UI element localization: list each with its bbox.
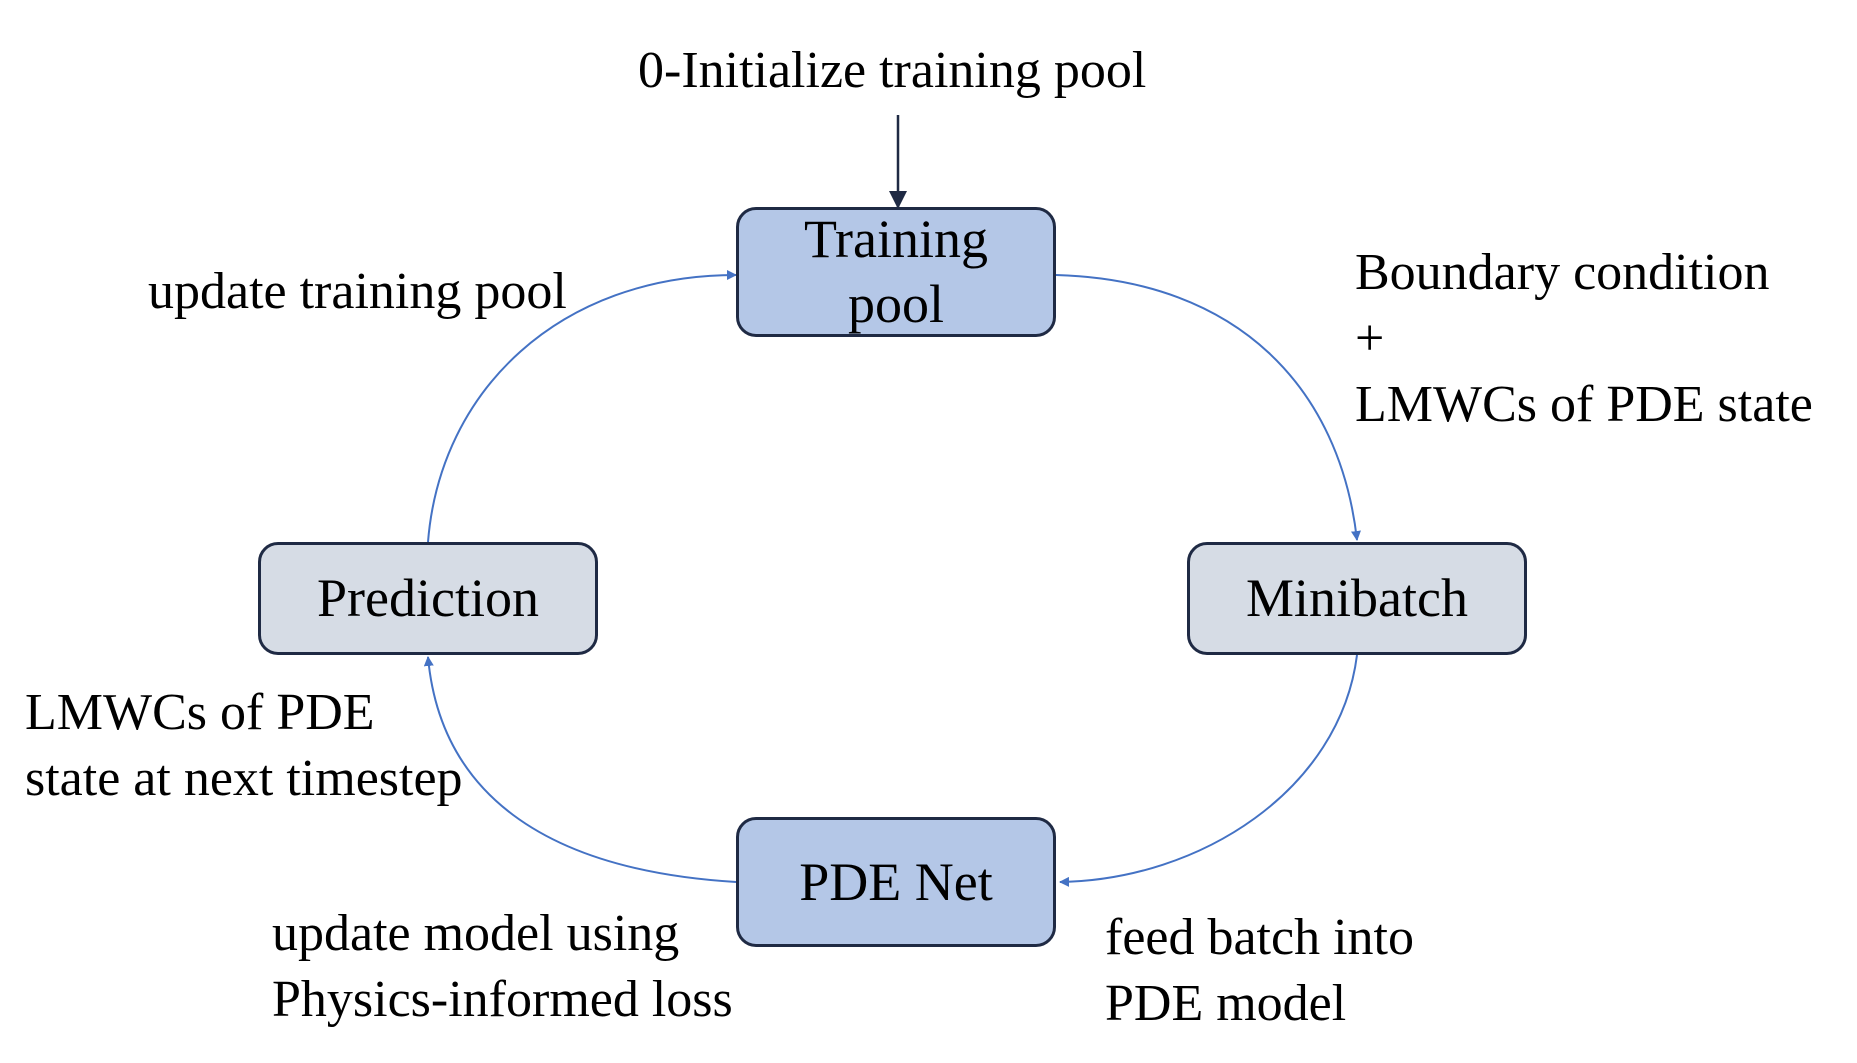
pde-net-node: PDE Net xyxy=(736,817,1056,947)
update-pool-label: update training pool xyxy=(148,259,567,325)
training-pool-label-line1: Training xyxy=(803,209,989,270)
minibatch-label: Minibatch xyxy=(1246,568,1468,629)
lmwcs-next-label: LMWCs of PDE state at next timestep xyxy=(25,680,463,812)
arrow-prediction-to-training-pool xyxy=(427,270,737,543)
update-model-label-line1: update model using xyxy=(272,905,680,962)
prediction-label: Prediction xyxy=(317,568,539,629)
update-model-label: update model using Physics-informed loss xyxy=(272,901,733,1033)
update-pool-label-text: update training pool xyxy=(148,263,567,320)
boundary-label-line2: + xyxy=(1355,310,1385,367)
init-label: 0-Initialize training pool xyxy=(638,38,1146,104)
lmwcs-next-label-line2: state at next timestep xyxy=(25,750,463,807)
minibatch-node: Minibatch xyxy=(1187,542,1527,655)
training-pool-node: Training pool xyxy=(736,207,1056,337)
update-model-label-line2: Physics-informed loss xyxy=(272,971,733,1028)
prediction-node: Prediction xyxy=(258,542,598,655)
feed-batch-label-line2: PDE model xyxy=(1105,975,1347,1032)
boundary-label-line3: LMWCs of PDE state xyxy=(1355,376,1813,433)
feed-batch-label-line1: feed batch into xyxy=(1105,909,1414,966)
arrow-training-pool-to-minibatch xyxy=(1055,274,1361,541)
boundary-label-line1: Boundary condition xyxy=(1355,244,1770,301)
init-label-text: 0-Initialize training pool xyxy=(638,42,1147,99)
feed-batch-label: feed batch into PDE model xyxy=(1105,905,1414,1037)
training-pool-label-line2: pool xyxy=(847,274,944,334)
arrow-minibatch-to-pde-net xyxy=(1059,654,1358,887)
pde-net-label: PDE Net xyxy=(799,851,993,912)
boundary-label: Boundary condition + LMWCs of PDE state xyxy=(1355,240,1813,438)
arrow-pde-net-to-prediction xyxy=(423,656,737,883)
lmwcs-next-label-line1: LMWCs of PDE xyxy=(25,684,375,741)
